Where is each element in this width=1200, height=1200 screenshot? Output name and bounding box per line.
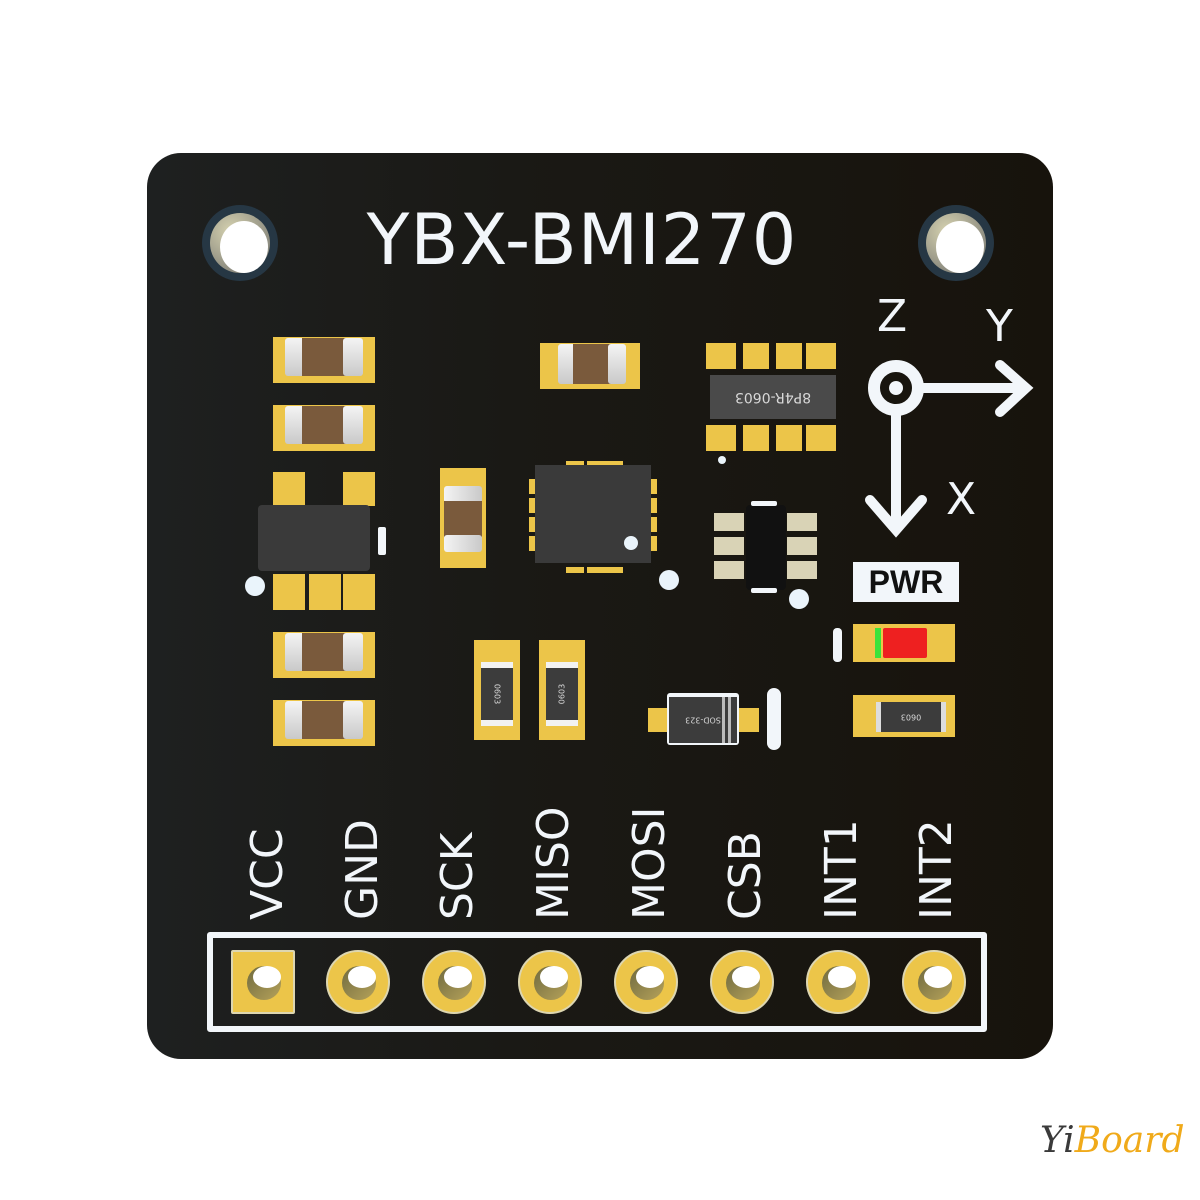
pin-gnd xyxy=(326,950,390,1014)
mounting-hole-left xyxy=(202,205,278,281)
resistor-r1-marking: 0603 xyxy=(492,683,502,705)
watermark-logo: YiBoard xyxy=(1040,1120,1185,1161)
pin-label-miso: MISO xyxy=(528,806,579,920)
resistor-array-marking: 8P4R-0603 xyxy=(734,389,812,405)
pin-label-csb: CSB xyxy=(720,831,771,920)
pin-label-mosi: MOSI xyxy=(624,806,675,920)
pin-mosi xyxy=(614,950,678,1014)
pin-label-gnd: GND xyxy=(337,819,388,920)
diode-marking: SOD-323 xyxy=(685,715,721,725)
pin-int1 xyxy=(806,950,870,1014)
board-title: YBX-BMI270 xyxy=(366,199,798,281)
axis-label-z: Z xyxy=(877,291,908,342)
axis-label-y: Y xyxy=(986,301,1013,352)
axis-label-x: X xyxy=(946,474,977,525)
resistor-r2-marking: 0603 xyxy=(557,683,567,705)
watermark-part2: Board xyxy=(1074,1120,1185,1161)
led-resistor-marking: 0603 xyxy=(900,712,922,722)
pin-sck xyxy=(422,950,486,1014)
mounting-hole-right xyxy=(918,205,994,281)
pin-csb xyxy=(710,950,774,1014)
pin-label-sck: SCK xyxy=(432,832,483,920)
axis-indicator-icon xyxy=(865,360,1034,538)
pin-int2 xyxy=(902,950,966,1014)
pin-label-int1: INT1 xyxy=(816,819,867,920)
pin-miso xyxy=(518,950,582,1014)
pin-label-int2: INT2 xyxy=(911,819,962,920)
pwr-label: PWR xyxy=(853,562,959,602)
pin-label-vcc: VCC xyxy=(242,828,293,920)
watermark-part1: Yi xyxy=(1040,1120,1075,1161)
pin-vcc xyxy=(231,950,295,1014)
pin-header-outline xyxy=(207,932,987,1032)
